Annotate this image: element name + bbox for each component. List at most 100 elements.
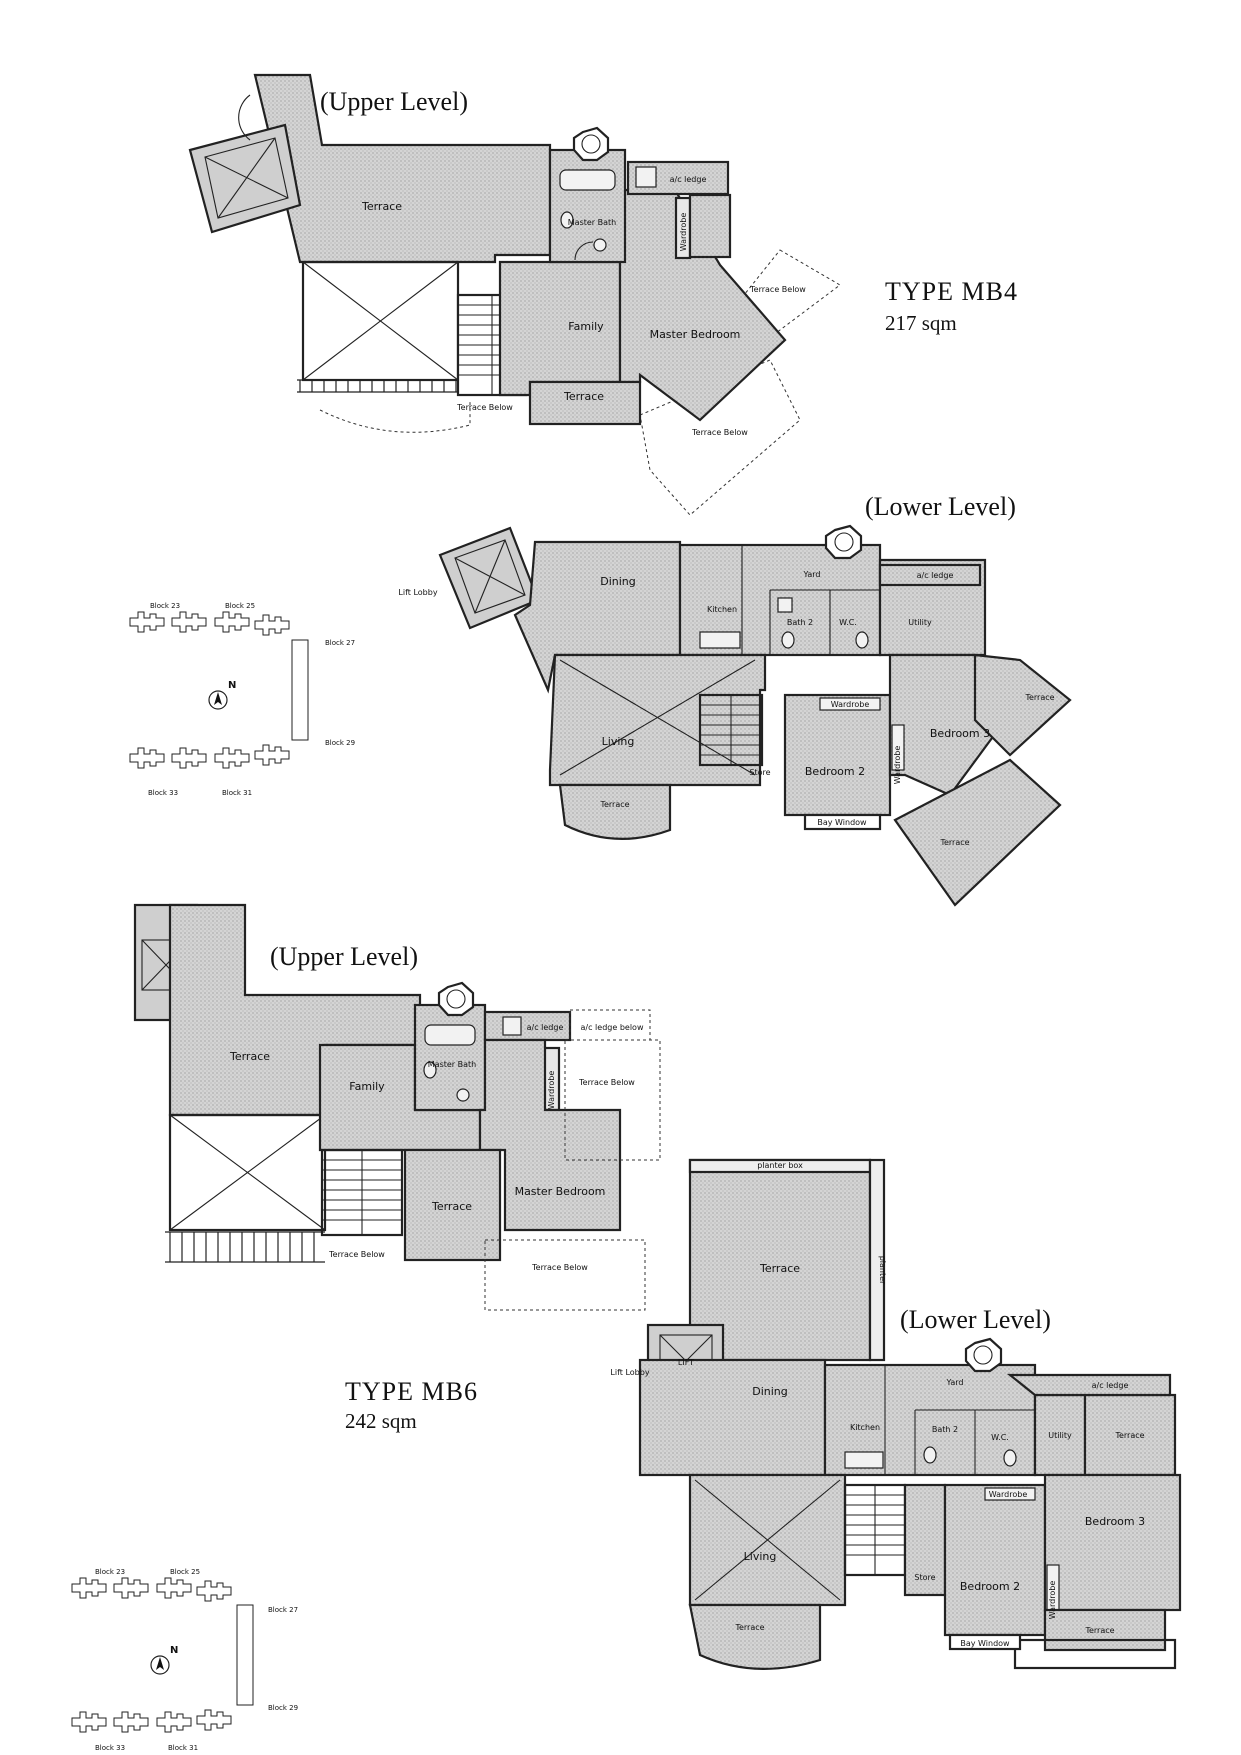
mb6-upper-octagon-ring — [446, 989, 466, 1009]
mb6-lower-dining-label: Dining — [752, 1385, 788, 1398]
mb4-lower-octagon-bay — [824, 524, 863, 560]
mb6-upper-terrace-below-right-label: Terrace Below — [578, 1078, 635, 1087]
mb6-type-label: TYPE MB6 — [345, 1377, 478, 1406]
mb4-lower-bath2-wc — [781, 631, 795, 649]
mb4-upper-octagon-ring — [581, 134, 601, 154]
mb4-lower-ac-ledge — [878, 563, 982, 587]
mb4-upper-terrace-below-front-label: Terrace Below — [456, 403, 513, 412]
mb4-upper-terrace-below-right-label: Terrace Below — [749, 285, 806, 294]
mb4-key-plan: Block 23 Block 25 Block 27 Block 29 Bloc… — [129, 602, 355, 797]
mb6-lower-ac-ledge — [1006, 1373, 1172, 1397]
mb4-lower-bedroom2-label: Bedroom 2 — [805, 765, 865, 778]
mb4-upper-master-bedroom-label: Master Bedroom — [650, 328, 741, 341]
mb6-upper-master-bath-label: Master Bath — [428, 1060, 476, 1069]
mb4-lower-living-label: Living — [602, 735, 635, 748]
mb6-upper-ac-ledge — [483, 1010, 572, 1042]
mb4-lower-lift-shaft — [438, 526, 540, 630]
mb6-lower-bay-window — [948, 1633, 1022, 1651]
mb4-lower-staircase — [698, 693, 764, 767]
mb6-upper-staircase — [320, 1148, 404, 1237]
mb6-key-north-label: N — [170, 1645, 178, 1656]
mb4-lower-plan: (Lower Level) Lift Lobby Dining Kitchen … — [398, 492, 1072, 907]
mb6-lower-octagon-bay — [964, 1337, 1003, 1373]
mb6-upper-terrace-center-area — [403, 1148, 502, 1262]
mb6-lower-wardrobe-side-label: Wardrobe — [1048, 1581, 1057, 1620]
mb6-lower-yard-label: Yard — [946, 1378, 964, 1387]
mb6-upper-ac-ledge-below-label: a/c ledge below — [581, 1023, 644, 1032]
mb4-key-block-31: Block 31 — [222, 789, 252, 797]
mb6-upper-master-bedroom-label: Master Bedroom — [515, 1185, 606, 1198]
mb6-upper-terrace-below-bottom-outline — [484, 1239, 646, 1311]
mb4-lower-dining-label: Dining — [600, 575, 636, 588]
mb4-upper-lift-shaft — [188, 94, 302, 234]
mb4-lower-lift-lobby-label: Lift Lobby — [398, 588, 437, 597]
mb6-key-block-27: Block 27 — [268, 1606, 298, 1614]
mb6-lower-bedroom2 — [943, 1483, 1047, 1637]
mb4-key-block-33: Block 33 — [148, 789, 178, 797]
mb6-lower-bedroom3 — [1043, 1473, 1182, 1612]
mb6-lower-dining — [638, 1358, 827, 1477]
mb4-lower-wc-fixture — [855, 631, 869, 649]
mb6-lower-store — [903, 1483, 947, 1597]
mb4-upper-wardrobe-label: Wardrobe — [679, 213, 688, 252]
mb4-key-block-25: Block 25 — [225, 602, 255, 610]
mb4-type-label: TYPE MB4 — [885, 277, 1018, 306]
mb6-lower-octagon-ring — [973, 1345, 993, 1365]
mb6-upper-terrace-label: Terrace — [229, 1050, 270, 1063]
mb6-lower-kitchen-label: Kitchen — [850, 1423, 880, 1432]
mb4-lower-living — [548, 653, 767, 787]
mb6-lower-terrace-bottom-area — [1043, 1608, 1167, 1652]
mb6-lower-ac-ledge-label: a/c ledge — [1092, 1381, 1129, 1390]
mb4-area-label: 217 sqm — [885, 311, 957, 335]
mb4-lower-bedroom2 — [783, 693, 892, 817]
mb6-lower-terrace-top-label: Terrace — [759, 1262, 800, 1275]
mb4-lower-wardrobe-side — [891, 724, 905, 771]
mb6-lower-terrace-front-label: Terrace — [734, 1623, 764, 1632]
mb4-key-block-23: Block 23 — [150, 602, 180, 610]
mb6-key-block-25: Block 25 — [170, 1568, 200, 1576]
mb4-upper-terrace-front-area — [528, 380, 642, 426]
mb6-lower-wc-fixture — [1003, 1449, 1017, 1467]
mb4-upper-plan: (Upper Level) Terrace Master Bath a/c le… — [188, 73, 841, 516]
mb6-lower-terrace-bottom-label: Terrace — [1084, 1626, 1114, 1635]
mb4-upper-terrace-below-bottom-label: Terrace Below — [691, 428, 748, 437]
mb6-upper-ac-ledge-label: a/c ledge — [527, 1023, 564, 1032]
mb6-lower-plan: (Lower Level) planter box planter Terrac… — [610, 1158, 1182, 1670]
mb6-lower-living-label: Living — [744, 1550, 777, 1563]
mb4-lower-level-label: (Lower Level) — [865, 492, 1016, 521]
mb6-upper-ac-unit — [502, 1016, 522, 1036]
mb6-lower-bath2-label: Bath 2 — [932, 1425, 958, 1434]
mb6-key-block-31: Block 31 — [168, 1744, 198, 1752]
mb4-upper-terrace-label: Terrace — [361, 200, 402, 213]
mb6-upper-terrace-below-left-label: Terrace Below — [328, 1250, 385, 1259]
mb6-lower-staircase — [843, 1483, 907, 1577]
mb4-lower-kitchen-label: Kitchen — [707, 605, 737, 614]
mb6-lower-planter-label: planter — [878, 1256, 887, 1285]
mb6-lower-terrace-bottom-outline — [1013, 1638, 1177, 1670]
mb6-lower-bay-window-label: Bay Window — [960, 1639, 1010, 1648]
mb6-lower-planter-box-label: planter box — [757, 1161, 803, 1170]
mb4-lower-store-label: Store — [749, 768, 770, 777]
mb6-upper-octagon-bay — [437, 981, 475, 1017]
mb6-lower-bath2-fixture — [923, 1446, 937, 1464]
mb6-upper-family-label: Family — [349, 1080, 385, 1093]
mb6-upper-terrace-center-label: Terrace — [431, 1200, 472, 1213]
mb4-lower-terrace-bottom-area — [893, 758, 1062, 907]
mb6-lower-kitchen-counter — [844, 1451, 884, 1469]
mb4-key-block-27: Block 27 — [325, 639, 355, 647]
mb4-lower-wardrobe-side-label: Wardrobe — [893, 746, 902, 785]
mb4-key-north-label: N — [228, 680, 236, 691]
mb6-lower-utility-label: Utility — [1048, 1431, 1072, 1440]
mb6-upper-master-bath — [413, 1003, 487, 1112]
mb4-lower-wardrobe-top-label: Wardrobe — [831, 700, 870, 709]
mb4-lower-terrace-right-label: Terrace — [1024, 693, 1054, 702]
mb4-upper-ac-unit — [635, 166, 657, 188]
mb6-lower-terrace-right-area — [1083, 1393, 1177, 1477]
mb6-lower-living-void — [694, 1479, 841, 1601]
mb4-lower-terrace-front-label: Terrace — [599, 800, 629, 809]
mb4-upper-family-label: Family — [568, 320, 604, 333]
mb6-lower-terrace-front-area — [688, 1603, 822, 1670]
mb4-lower-bay-window-label: Bay Window — [817, 818, 867, 827]
mb4-upper-octagon-bay — [572, 126, 610, 162]
mb6-key-block-33: Block 33 — [95, 1744, 125, 1752]
